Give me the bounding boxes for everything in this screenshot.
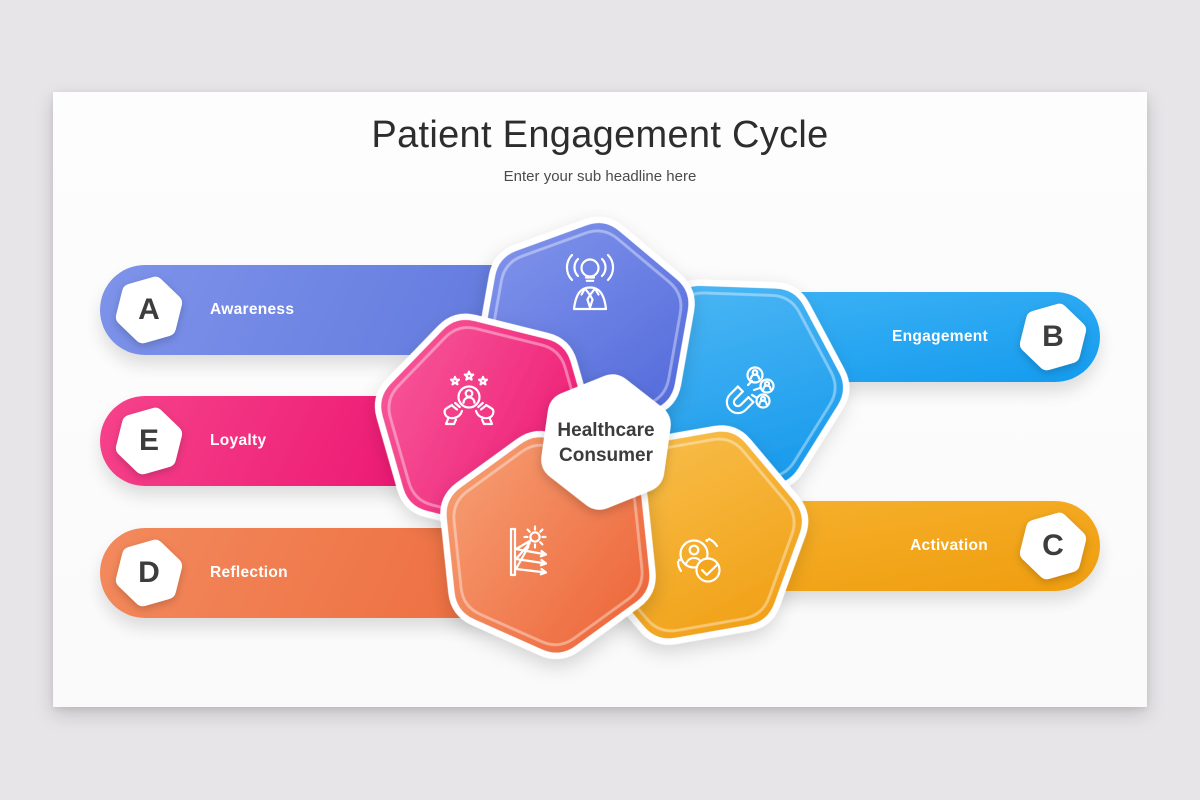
hexagon-badge-icon [115,407,183,475]
page-title: Patient Engagement Cycle [371,114,829,156]
center-label-line1: Healthcare [557,420,655,441]
hands-person-icon [443,370,495,426]
stage-letter: A [138,293,160,326]
sun-reflection-icon [509,525,548,577]
hexagon-cluster [328,192,888,692]
person-check-icon [676,537,721,583]
magnet-people-icon [725,366,775,415]
hexagon-badge-icon [1019,512,1087,580]
stage-label: Awareness [210,301,295,318]
stage-letter: D [138,556,160,589]
hexagon-badge-icon [115,539,183,607]
stage-label: Activation [910,537,988,554]
letter-badge-c: C [1013,506,1093,586]
letter-badge-b: B [1013,297,1093,377]
stage-label: Loyalty [210,432,267,449]
stage-label: Engagement [891,328,988,345]
stage-letter: E [138,424,159,457]
stage-letter: C [1042,529,1064,562]
hexagon-badge-icon [1019,303,1087,371]
slide: Patient Engagement Cycle Enter your sub … [53,92,1147,707]
center-label-line2: Consumer [559,445,653,466]
hexagon-badge-icon [115,276,183,344]
letter-badge-a: A [109,270,189,350]
stage-label: Reflection [210,564,288,581]
idea-person-icon [565,253,615,311]
center-label: Healthcare Consumer [531,418,681,468]
stage-letter: B [1042,320,1064,353]
letter-badge-e: E [109,401,189,481]
page-subtitle: Enter your sub headline here [503,168,697,185]
letter-badge-d: D [109,533,189,613]
